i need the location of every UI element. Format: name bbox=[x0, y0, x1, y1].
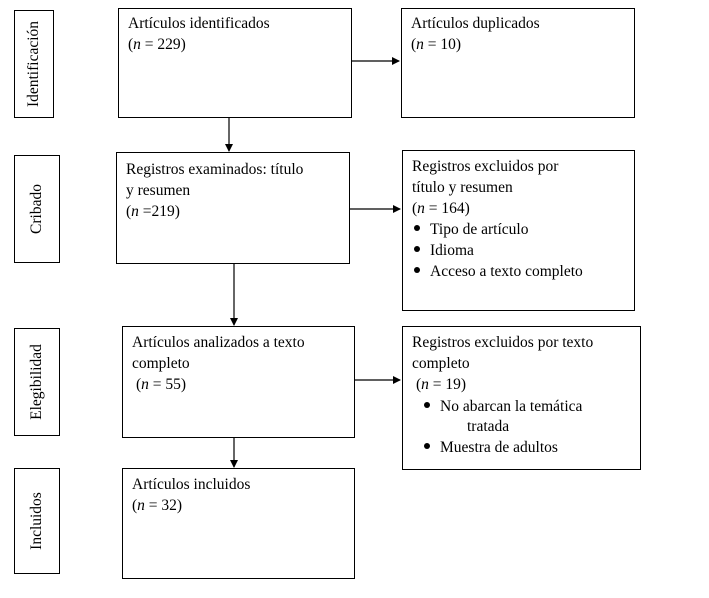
identified-n-value: = 229) bbox=[140, 36, 186, 53]
excluded-screen-box bbox=[402, 150, 635, 311]
duplicates-box bbox=[401, 8, 635, 118]
stage-identificacion: Identificación bbox=[14, 10, 54, 118]
fulltext-n-symbol: n bbox=[141, 376, 149, 393]
excluded-screen-bullet-text: Idioma bbox=[430, 242, 474, 259]
excluded-full-title-line1: Registros excluidos por texto bbox=[412, 334, 594, 351]
bullet-dot-icon bbox=[414, 225, 420, 232]
duplicates-title: Artículos duplicados bbox=[411, 15, 540, 32]
excluded-screen-n-value: = 164) bbox=[424, 200, 470, 217]
fulltext-box bbox=[122, 326, 355, 438]
excluded-full-n-value: = 19) bbox=[428, 376, 467, 393]
included-box bbox=[122, 468, 355, 579]
screened-n-symbol: n bbox=[131, 203, 139, 220]
fulltext-count: (n = 55) bbox=[136, 376, 187, 393]
excluded-full-bullet-continuation: tratada bbox=[467, 418, 510, 435]
fulltext-title-line2: completo bbox=[132, 355, 190, 372]
stage-incluidos: Incluidos bbox=[14, 468, 60, 574]
duplicates-n-value: = 10) bbox=[423, 36, 462, 53]
screened-count: (n =219) bbox=[126, 203, 180, 220]
excluded-screen-count: (n = 164) bbox=[412, 200, 470, 217]
identified-title: Artículos identificados bbox=[128, 15, 270, 32]
bullet-dot-icon bbox=[414, 246, 420, 253]
excluded-full-box bbox=[402, 326, 641, 470]
excluded-screen-bullet: Acceso a texto completo bbox=[414, 262, 583, 282]
screened-box bbox=[116, 152, 350, 264]
included-n-value: = 32) bbox=[144, 497, 183, 514]
excluded-screen-title-line2: título y resumen bbox=[412, 179, 513, 196]
excluded-full-count: (n = 19) bbox=[416, 376, 467, 393]
included-title: Artículos incluidos bbox=[132, 476, 251, 493]
duplicates-count: (n = 10) bbox=[411, 36, 462, 53]
excluded-full-bullet-text: Muestra de adultos bbox=[440, 439, 558, 456]
included-n-symbol: n bbox=[137, 497, 145, 514]
screened-title-line2: y resumen bbox=[126, 182, 191, 199]
fulltext-n-value: = 55) bbox=[148, 376, 187, 393]
identified-box bbox=[118, 8, 352, 118]
duplicates-n-symbol: n bbox=[416, 36, 424, 53]
excluded-full-bullet: No abarcan la temática bbox=[424, 397, 582, 417]
excluded-full-bullet: Muestra de adultos bbox=[424, 438, 558, 458]
excluded-screen-title-line1: Registros excluidos por bbox=[412, 158, 559, 175]
stage-cribado: Cribado bbox=[14, 155, 60, 263]
screened-n-value: =219) bbox=[138, 203, 180, 220]
screened-title-line1: Registros examinados: título bbox=[126, 161, 304, 178]
excluded-screen-bullet: Idioma bbox=[414, 241, 474, 261]
bullet-dot-icon bbox=[424, 443, 430, 450]
excluded-full-title-line2: completo bbox=[412, 355, 470, 372]
identified-n-symbol: n bbox=[133, 36, 141, 53]
included-count: (n = 32) bbox=[132, 497, 183, 514]
fulltext-title-line1: Artículos analizados a texto bbox=[132, 334, 305, 351]
excluded-screen-bullet-text: Tipo de artículo bbox=[430, 221, 529, 238]
excluded-full-bullet-text: No abarcan la temática bbox=[440, 398, 583, 415]
bullet-dot-icon bbox=[414, 267, 420, 274]
excluded-screen-bullet-text: Acceso a texto completo bbox=[430, 263, 583, 280]
excluded-screen-bullet: Tipo de artículo bbox=[414, 220, 528, 240]
stage-elegibilidad: Elegibilidad bbox=[14, 328, 60, 436]
identified-count: (n = 229) bbox=[128, 36, 186, 53]
bullet-dot-icon bbox=[424, 402, 430, 409]
excluded-full-n-symbol: n bbox=[421, 376, 429, 393]
excluded-screen-n-symbol: n bbox=[417, 200, 425, 217]
